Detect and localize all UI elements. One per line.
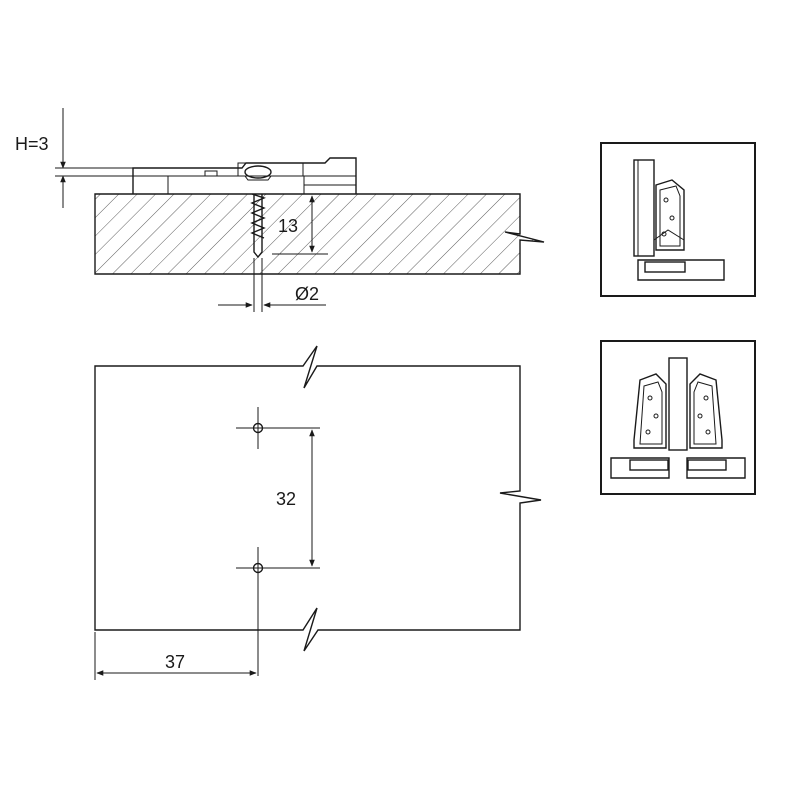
height-label: H=3: [15, 134, 49, 154]
double-hinge-preview: [600, 340, 756, 495]
spacing-dimension: 32: [265, 427, 320, 569]
edge-distance-label: 37: [165, 652, 185, 672]
panel-outline: [94, 345, 542, 652]
section-view: H=3 13 Ø2: [15, 108, 545, 312]
diameter-label: Ø2: [295, 284, 319, 304]
plan-view: 32 37: [94, 345, 542, 680]
height-dimension: H=3: [15, 108, 133, 208]
mounting-plate: [132, 157, 357, 194]
spacing-label: 32: [276, 489, 296, 509]
diameter-dimension: Ø2: [218, 258, 326, 312]
single-hinge-preview: [600, 142, 756, 297]
panel-section: [95, 194, 544, 274]
edge-distance-dimension: 37: [94, 632, 257, 680]
depth-dimension: 13: [272, 193, 328, 255]
drill-hole-bottom: [236, 547, 278, 676]
depth-label: 13: [278, 216, 298, 236]
screw: [244, 165, 272, 259]
